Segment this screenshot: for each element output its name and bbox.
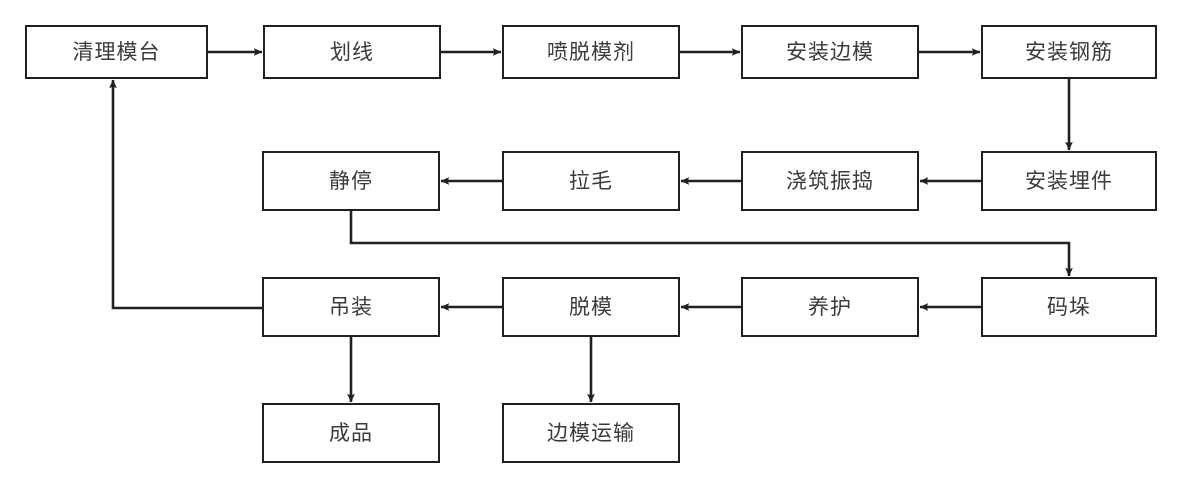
node-diaozhuang[interactable]: 吊装 bbox=[262, 277, 440, 337]
node-tuomo[interactable]: 脱模 bbox=[502, 277, 680, 337]
node-anzhuangbianmo[interactable]: 安装边模 bbox=[741, 25, 919, 79]
node-label: 浇筑振捣 bbox=[786, 168, 874, 193]
node-label: 安装钢筋 bbox=[1025, 39, 1113, 64]
node-huaxian[interactable]: 划线 bbox=[263, 25, 441, 79]
node-lamao[interactable]: 拉毛 bbox=[502, 151, 680, 211]
node-label: 划线 bbox=[330, 39, 374, 64]
node-maduo[interactable]: 码垛 bbox=[981, 277, 1157, 337]
node-label: 清理模台 bbox=[72, 39, 161, 64]
node-label: 安装埋件 bbox=[1025, 168, 1113, 193]
node-pentuomoji[interactable]: 喷脱模剂 bbox=[502, 25, 680, 79]
node-label: 安装边模 bbox=[786, 39, 874, 64]
node-label: 养护 bbox=[808, 294, 852, 319]
node-label: 喷脱模剂 bbox=[547, 39, 635, 64]
node-label: 边模运输 bbox=[547, 420, 635, 445]
node-bianmoyunshu[interactable]: 边模运输 bbox=[502, 403, 680, 463]
node-label: 脱模 bbox=[569, 294, 613, 319]
node-label: 拉毛 bbox=[569, 168, 613, 193]
node-jingting[interactable]: 静停 bbox=[262, 151, 440, 211]
node-jiaozhuzhendao[interactable]: 浇筑振捣 bbox=[741, 151, 919, 211]
node-label: 吊装 bbox=[329, 294, 373, 319]
node-yanghu[interactable]: 养护 bbox=[741, 277, 919, 337]
node-label: 静停 bbox=[329, 168, 373, 193]
node-label: 成品 bbox=[329, 420, 373, 445]
node-anzhuangmaijian[interactable]: 安装埋件 bbox=[981, 151, 1157, 211]
node-label: 码垛 bbox=[1047, 294, 1091, 319]
node-anzhuanggangjin[interactable]: 安装钢筋 bbox=[981, 25, 1157, 79]
edge-jingting-to-maduo bbox=[349, 211, 1073, 277]
node-qinglimotai[interactable]: 清理模台 bbox=[25, 25, 208, 79]
edge-diaozhuang-to-qinglimotai-feedback bbox=[109, 79, 262, 310]
node-chengpin[interactable]: 成品 bbox=[262, 403, 440, 463]
